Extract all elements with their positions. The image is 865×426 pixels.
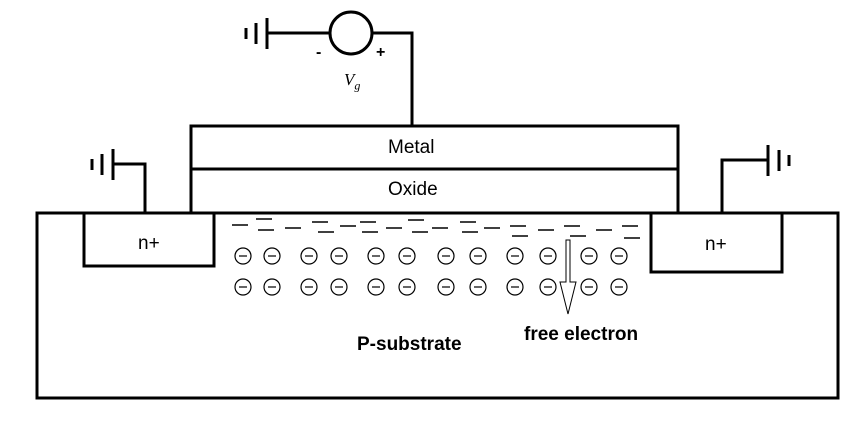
down-arrow-icon <box>559 239 577 315</box>
electron-icon <box>330 278 348 296</box>
electron-icon <box>263 247 281 265</box>
electron-icon <box>367 247 385 265</box>
electron-icon <box>469 247 487 265</box>
electron-icon <box>539 247 557 265</box>
electron-icon <box>437 278 455 296</box>
electron-icon <box>300 247 318 265</box>
electron-icon <box>506 278 524 296</box>
electron-icon <box>580 278 598 296</box>
drain-region <box>649 211 784 274</box>
source-region <box>82 211 216 268</box>
electron-icon <box>539 278 557 296</box>
voltage-source-icon <box>328 10 374 56</box>
free-electron-label: free electron <box>524 324 639 345</box>
substrate-label: P-substrate <box>357 334 462 355</box>
ground-icon <box>90 149 115 180</box>
plus-sign: + <box>376 44 386 61</box>
electron-icon <box>506 247 524 265</box>
source-contact-wire <box>114 162 147 213</box>
electron-icon <box>437 247 455 265</box>
oxide-label: Oxide <box>388 179 438 200</box>
drain-contact-wire <box>720 158 767 213</box>
electron-icon <box>398 278 416 296</box>
metal-label: Metal <box>388 137 435 158</box>
electron-icon <box>398 247 416 265</box>
electron-icon <box>300 278 318 296</box>
electron-icon <box>469 278 487 296</box>
gate-wire <box>373 31 414 126</box>
electron-icon <box>330 247 348 265</box>
electron-icon <box>234 247 252 265</box>
electron-icon <box>234 278 252 296</box>
electron-icon <box>580 247 598 265</box>
electron-icon <box>610 247 628 265</box>
electron-icon <box>367 278 385 296</box>
ground-icon <box>244 18 269 49</box>
metal-gate <box>189 124 680 171</box>
source-label: n+ <box>138 233 160 254</box>
gate-voltage-label: Vg <box>344 70 361 93</box>
electron-icon <box>610 278 628 296</box>
drain-label: n+ <box>705 234 727 255</box>
electron-icon <box>263 278 281 296</box>
ground-icon <box>766 145 791 176</box>
minus-sign: - <box>316 44 322 61</box>
